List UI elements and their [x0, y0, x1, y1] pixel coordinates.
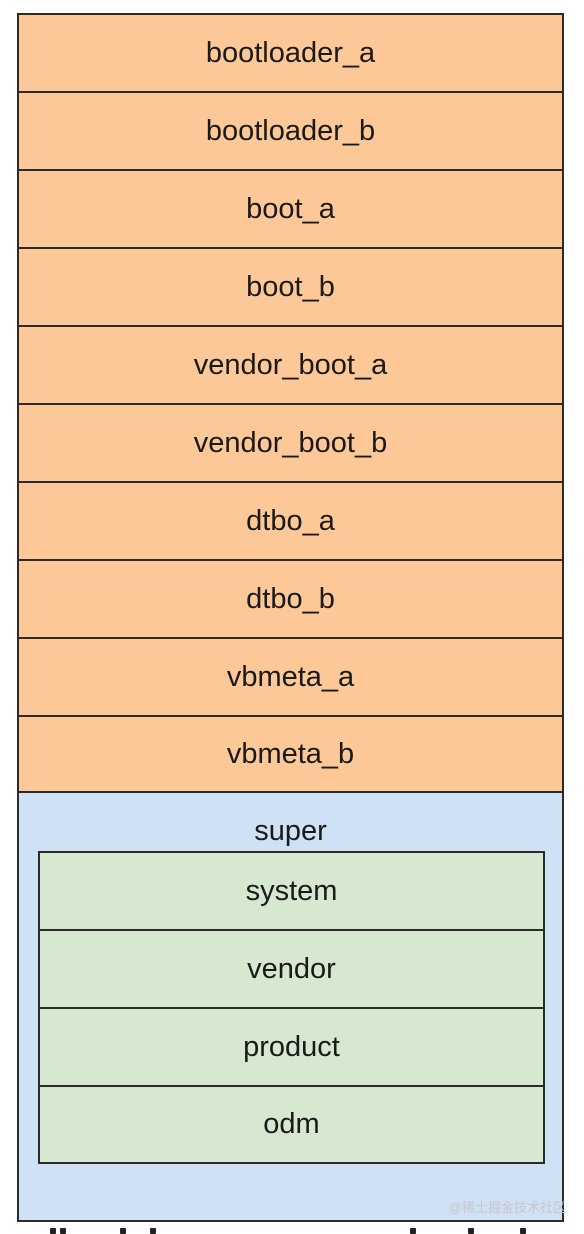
partition-bootloader-b: bootloader_b: [17, 91, 564, 171]
logical-partition-odm: odm: [38, 1085, 545, 1164]
partition-boot-b: boot_b: [17, 247, 564, 327]
partition-vbmeta-a: vbmeta_a: [17, 637, 564, 717]
partition-vendor-boot-b: vendor_boot_b: [17, 403, 564, 483]
partition-boot-a: boot_a: [17, 169, 564, 249]
partition-vendor-boot-a: vendor_boot_a: [17, 325, 564, 405]
watermark: @稀土掘金技术社区: [448, 1200, 566, 1215]
super-partition-label: super: [254, 815, 327, 847]
super-partition: super system vendor product odm: [17, 791, 564, 1222]
partition-bootloader-a: bootloader_a: [17, 13, 564, 93]
partition-dtbo-b: dtbo_b: [17, 559, 564, 639]
logical-partition-vendor: vendor: [38, 929, 545, 1009]
cropped-text-fragments: [0, 1224, 584, 1234]
logical-partition-product: product: [38, 1007, 545, 1087]
partition-layout-diagram: bootloader_a bootloader_b boot_a boot_b …: [17, 13, 564, 1222]
logical-partition-system: system: [38, 851, 545, 931]
partition-dtbo-a: dtbo_a: [17, 481, 564, 561]
partition-vbmeta-b: vbmeta_b: [17, 715, 564, 793]
